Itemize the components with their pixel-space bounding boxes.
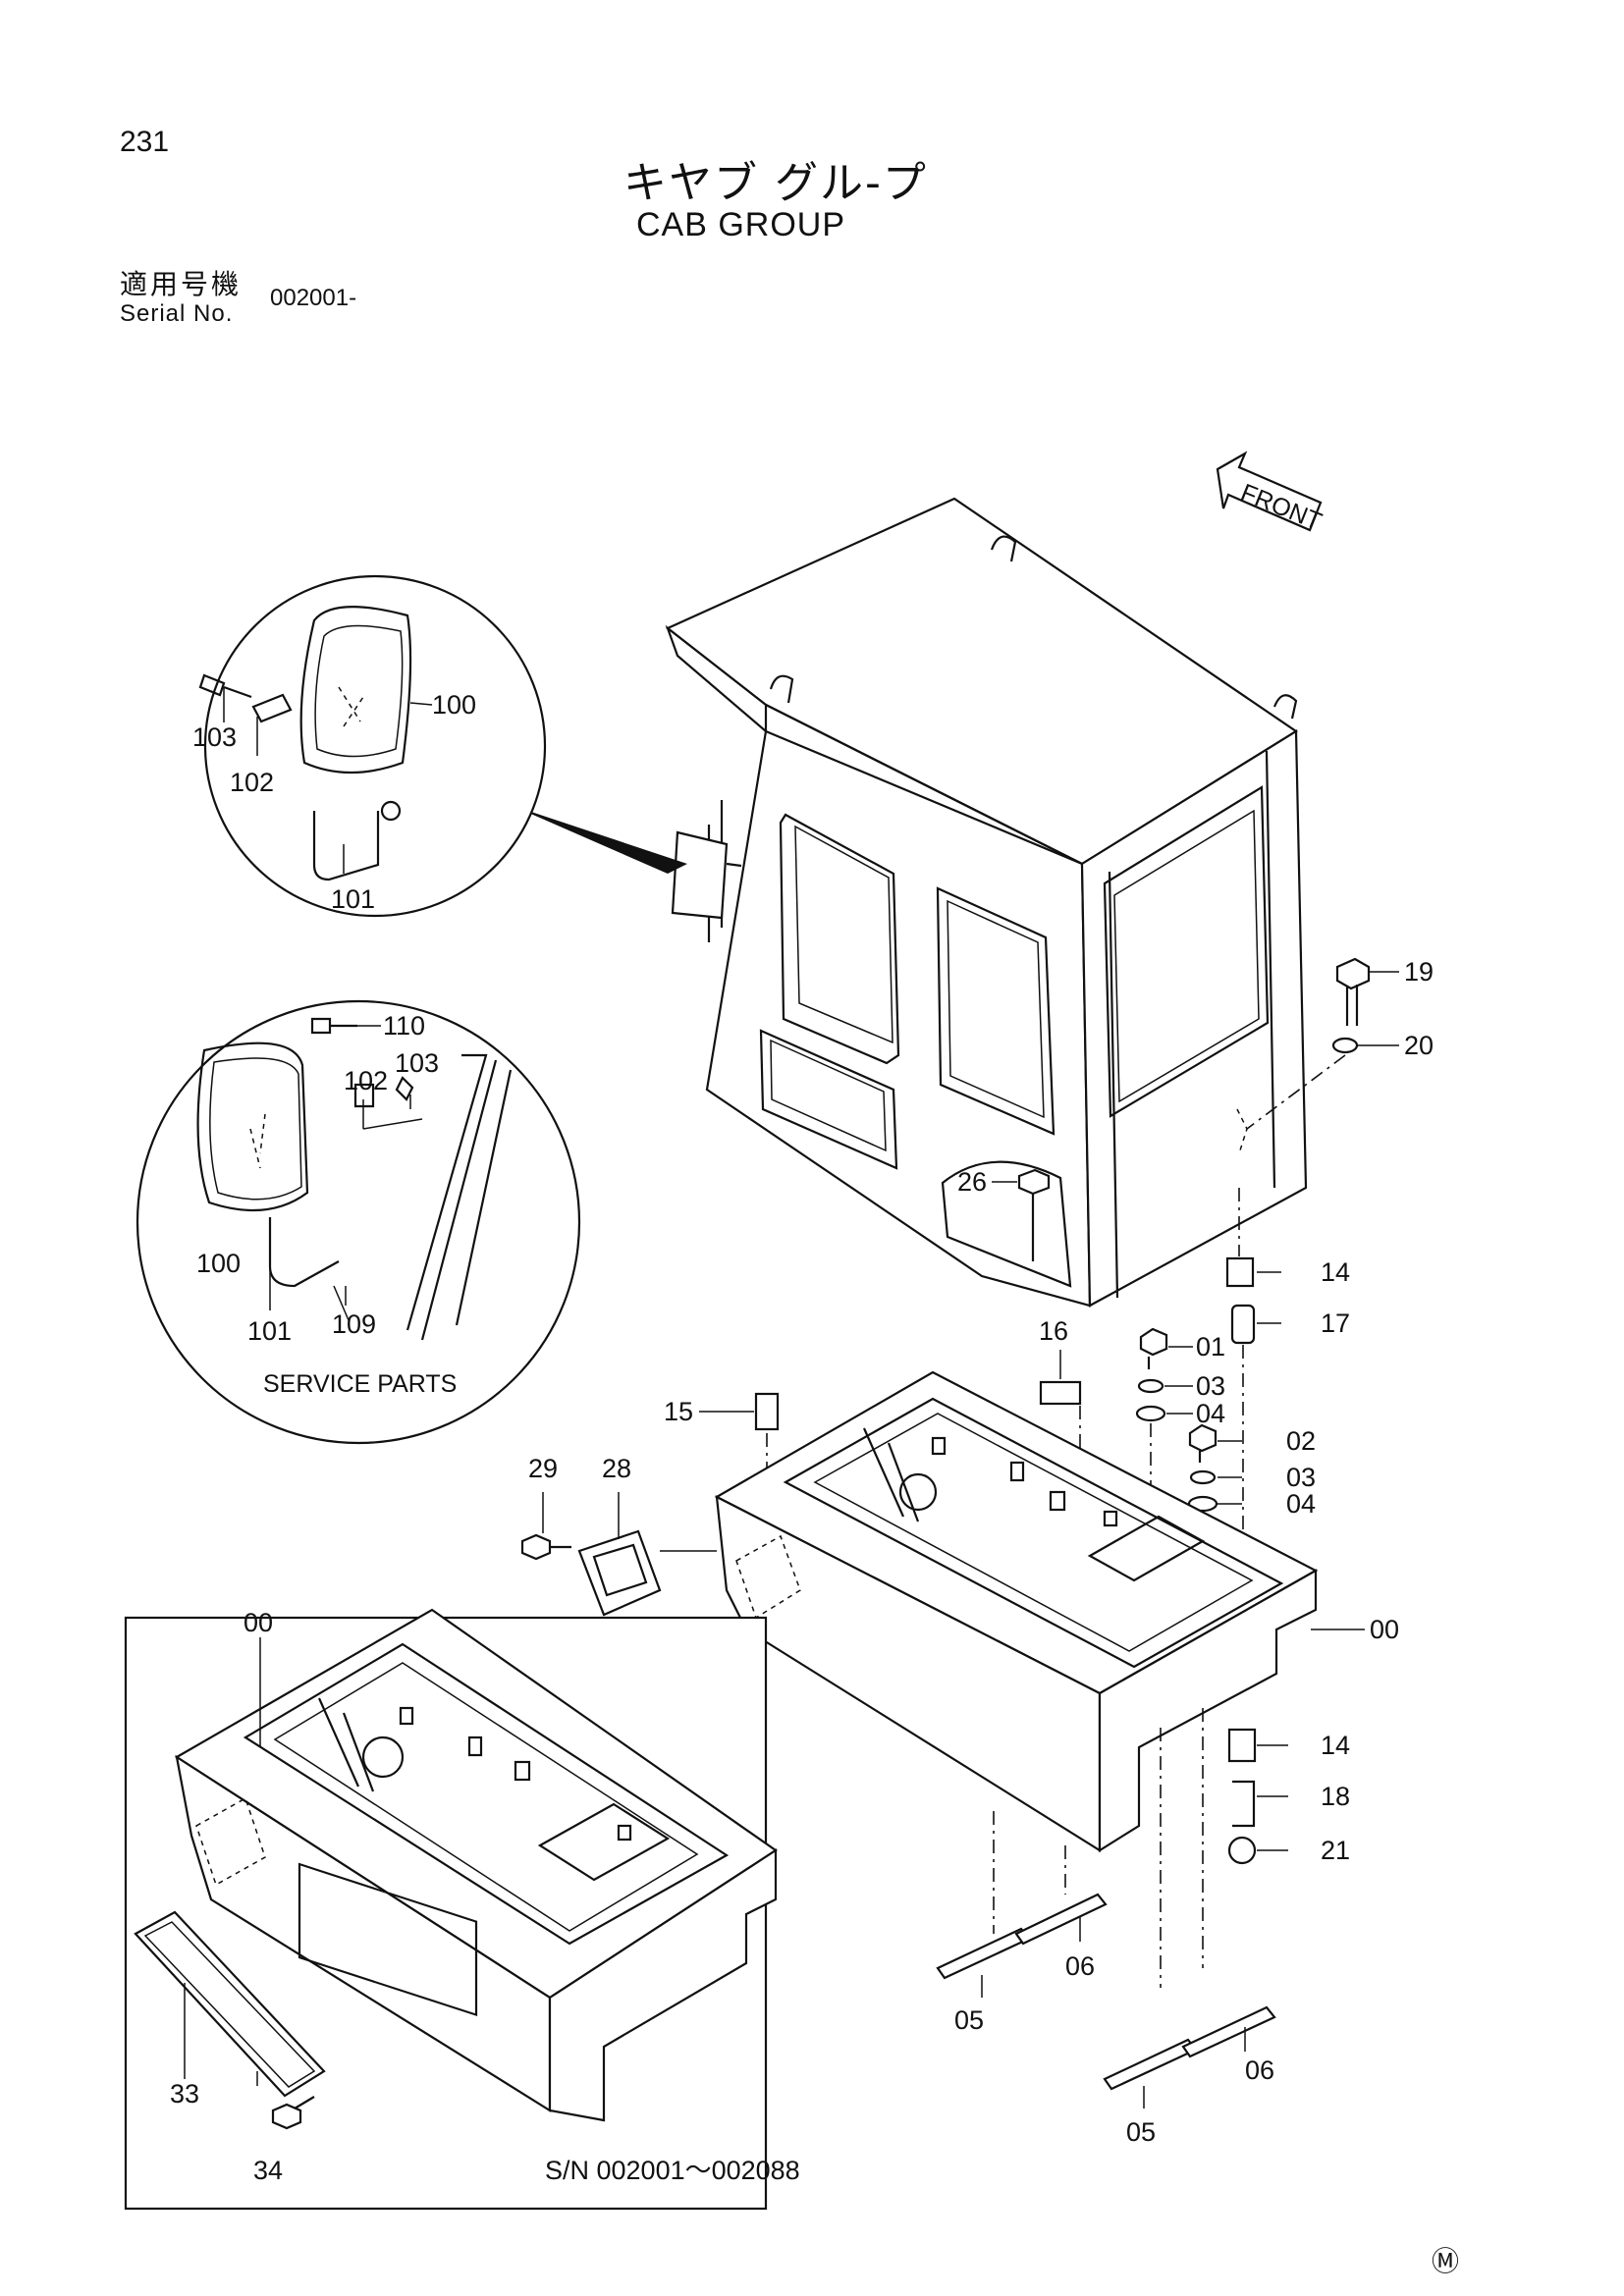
page-title-japanese: キヤブ グル-プ xyxy=(623,158,928,208)
inset-frame-variant: 00 33 34 S/N 002001～002088 xyxy=(124,1608,800,2211)
callout-15: 15 xyxy=(664,1397,693,1426)
serial-label: Serial No. xyxy=(120,300,234,327)
callout-34: 34 xyxy=(253,2156,283,2185)
callout-101: 101 xyxy=(247,1316,292,1346)
callout-103: 103 xyxy=(192,722,237,752)
callout-20: 20 xyxy=(1404,1031,1434,1060)
bolt-and-plate-28: 29 28 xyxy=(520,1454,717,1617)
page-title: CAB GROUP xyxy=(636,206,846,243)
callout-102: 102 xyxy=(230,768,274,797)
callout-101: 101 xyxy=(331,884,375,914)
callout-00: 00 xyxy=(244,1608,273,1637)
page-number: 231 xyxy=(120,126,170,158)
callout-04: 04 xyxy=(1196,1399,1225,1428)
callout-14: 14 xyxy=(1321,1731,1350,1760)
front-arrow-icon: FRONT xyxy=(1216,451,1326,536)
callout-01: 01 xyxy=(1196,1332,1225,1362)
callout-03: 03 xyxy=(1286,1463,1316,1492)
callout-103: 103 xyxy=(395,1048,439,1078)
callout-06: 06 xyxy=(1065,1951,1095,1981)
detail-circle-service-parts: 110 103 102 100 101 109 SERVICE PARTS xyxy=(135,999,581,1445)
callout-29: 29 xyxy=(528,1454,558,1483)
service-parts-label: SERVICE PARTS xyxy=(263,1370,457,1398)
callout-110: 110 xyxy=(383,1011,425,1041)
callout-19: 19 xyxy=(1404,957,1434,987)
callout-00: 00 xyxy=(1370,1615,1399,1644)
inset-serial-range: S/N 002001～002088 xyxy=(545,2156,800,2185)
callout-28: 28 xyxy=(602,1454,631,1483)
bolt-washer-group: 19 20 xyxy=(1246,957,1434,1130)
callout-04: 04 xyxy=(1286,1489,1316,1519)
mount-group-lower: 14 18 21 xyxy=(1227,1728,1350,1865)
callout-109: 109 xyxy=(332,1309,376,1339)
serial-label-japanese: 適用号機 xyxy=(120,268,243,300)
callout-16: 16 xyxy=(1039,1316,1068,1346)
callout-02: 02 xyxy=(1286,1426,1316,1456)
callout-102: 102 xyxy=(344,1066,388,1095)
cab-frame-main: 00 xyxy=(714,1370,1399,1852)
callout-05: 05 xyxy=(954,2005,984,2035)
callout-17: 17 xyxy=(1321,1308,1350,1338)
callout-14: 14 xyxy=(1321,1257,1350,1287)
plates-05-06: 05 06 05 06 xyxy=(936,1708,1276,2147)
bolt-26: 26 xyxy=(957,1167,1051,1261)
detail-circle-mirror: 100 103 102 101 xyxy=(192,574,547,918)
callout-03: 03 xyxy=(1196,1371,1225,1401)
corner-mark: Ⓜ xyxy=(1432,2245,1460,2277)
callout-100: 100 xyxy=(196,1249,241,1278)
callout-26: 26 xyxy=(957,1167,987,1197)
bolt-washer-stack: 16 01 03 04 02 03 04 xyxy=(1039,1316,1316,1679)
serial-value: 002001- xyxy=(270,285,357,311)
callout-100: 100 xyxy=(432,690,476,720)
callout-21: 21 xyxy=(1321,1836,1350,1865)
callout-06: 06 xyxy=(1245,2056,1274,2085)
mirror xyxy=(511,805,742,920)
callout-05: 05 xyxy=(1126,2117,1156,2147)
cab-body xyxy=(665,497,1308,1308)
callout-33: 33 xyxy=(170,2079,199,2109)
mount-group-upper: 14 17 xyxy=(1225,1188,1350,1561)
callout-18: 18 xyxy=(1321,1782,1350,1811)
